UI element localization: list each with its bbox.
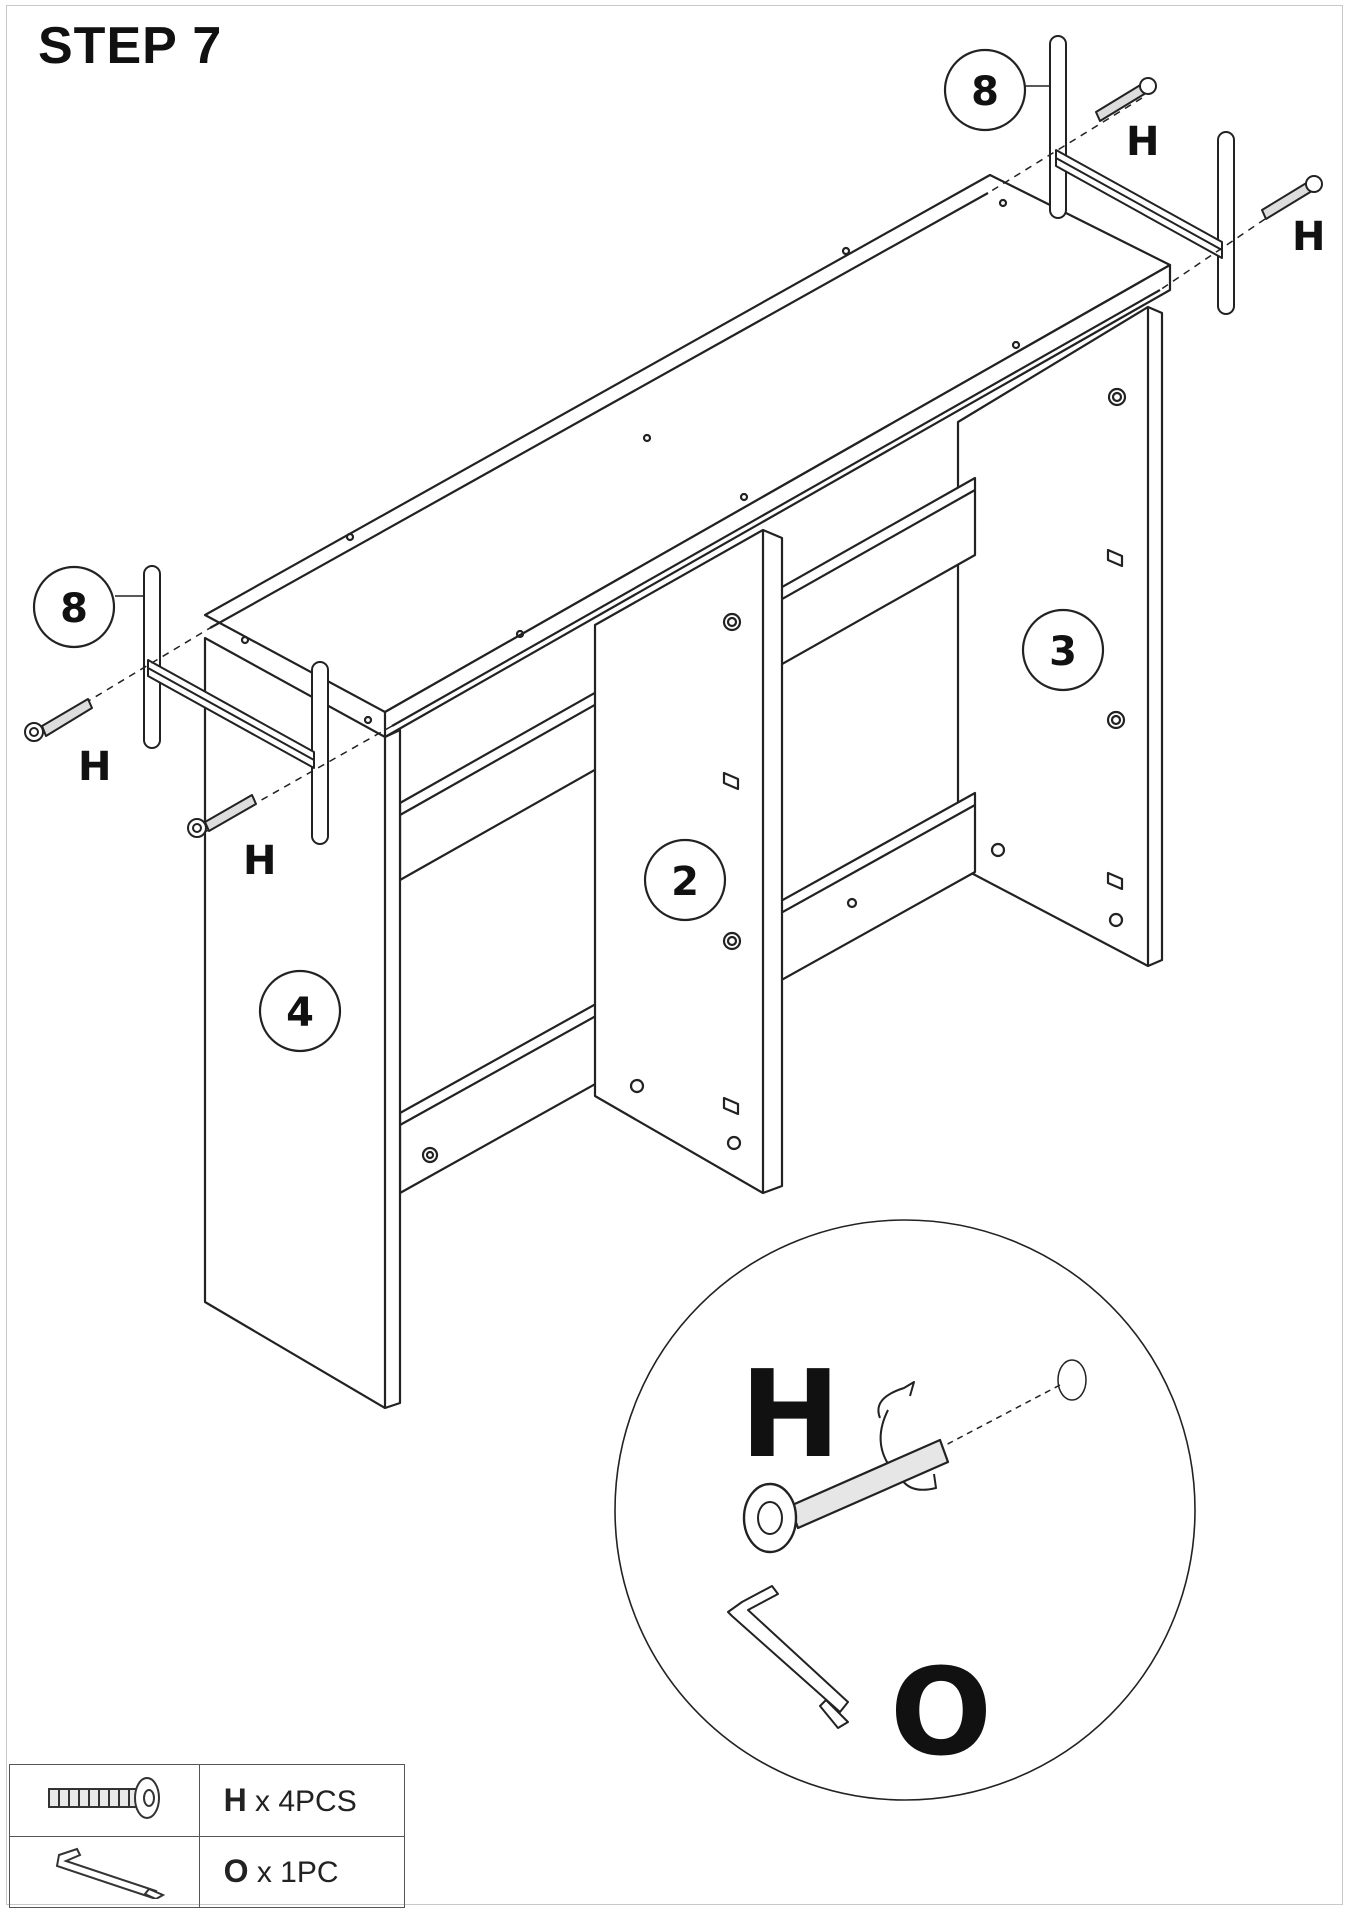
step-title: STEP 7 xyxy=(38,17,223,75)
hardware-row: O x 1PC xyxy=(9,1835,406,1908)
screw-label-2: H xyxy=(243,838,276,884)
allen-key-icon xyxy=(9,1835,200,1908)
part-4-label: 4 xyxy=(286,990,314,1036)
part-3-label: 3 xyxy=(1049,629,1077,675)
detail-inset xyxy=(614,1219,1196,1801)
leg-right xyxy=(1015,35,1235,315)
screw-right-bottom xyxy=(1261,175,1323,220)
detail-screw-label: H xyxy=(740,1346,840,1485)
leg-left xyxy=(115,565,329,845)
screw-left-bottom xyxy=(187,794,257,838)
hardware-table: H x 4PCS O x 1PC xyxy=(9,1764,406,1908)
screw-left-top xyxy=(24,698,93,742)
hardware-qty: H x 4PCS xyxy=(198,1764,406,1837)
part-8-label-right: 8 xyxy=(971,69,999,115)
part-2-label: 2 xyxy=(671,859,699,905)
bolt-icon xyxy=(9,1764,200,1837)
page-frame xyxy=(6,5,1343,1905)
part-8-label-left: 8 xyxy=(60,586,88,632)
screw-label-4: H xyxy=(1292,214,1325,260)
hardware-row: H x 4PCS xyxy=(9,1764,406,1837)
hardware-qty: O x 1PC xyxy=(198,1835,406,1908)
screw-label-3: H xyxy=(1126,119,1159,165)
detail-key-label: O xyxy=(890,1644,992,1783)
screw-right-top xyxy=(1095,77,1157,122)
screw-label-1: H xyxy=(78,744,111,790)
